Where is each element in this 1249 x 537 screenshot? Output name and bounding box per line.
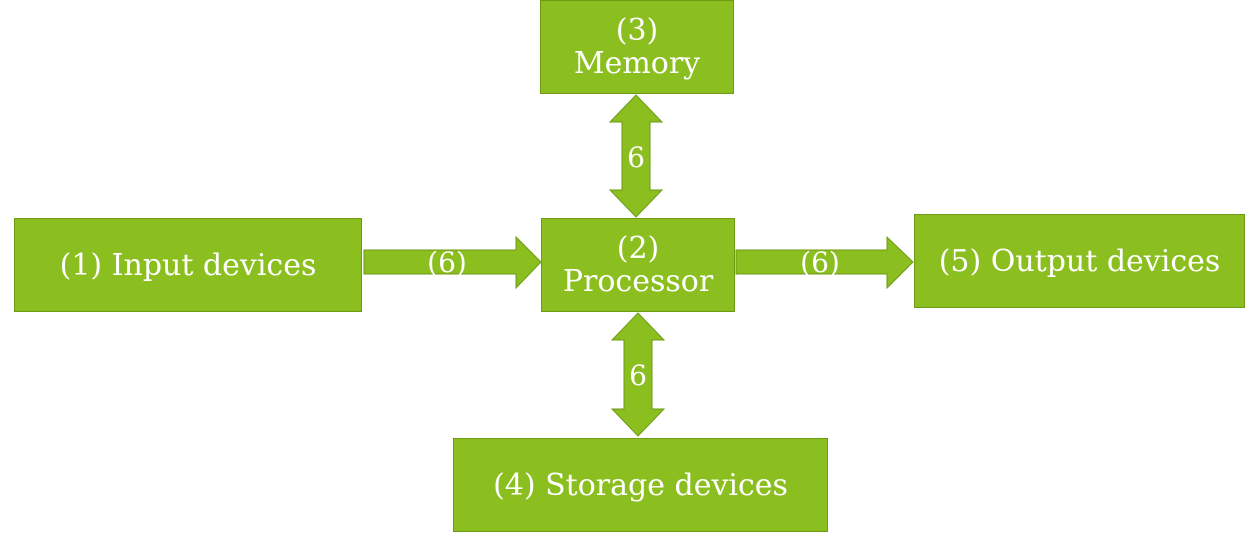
output-devices-box: (5) Output devices (914, 214, 1245, 308)
arrow-processor-storage: 6 (610, 312, 666, 437)
memory-label: Memory (573, 46, 701, 81)
memory-box: (3) Memory (540, 0, 734, 94)
arrow-processor-output: (6) (735, 235, 914, 290)
processor-box: (2) Processor (541, 218, 735, 312)
arrow-input-processor: (6) (363, 235, 542, 290)
memory-number: (3) (615, 13, 659, 48)
storage-devices-label: (4) Storage devices (493, 467, 788, 503)
right-arrow-input (363, 235, 542, 290)
arrow-label-processor-output: (6) (800, 246, 840, 279)
processor-number: (2) (616, 231, 660, 266)
storage-devices-box: (4) Storage devices (453, 438, 828, 532)
arrow-label-input-processor: (6) (427, 246, 467, 279)
output-devices-label: (5) Output devices (938, 243, 1221, 279)
double-arrow-vertical-bottom (610, 312, 666, 437)
arrow-label-memory-processor: 6 (627, 141, 645, 174)
right-arrow-output (735, 235, 914, 290)
double-arrow-vertical-top (608, 94, 664, 218)
input-devices-label: (1) Input devices (59, 247, 317, 283)
processor-label: Processor (562, 264, 714, 299)
arrow-label-processor-storage: 6 (629, 359, 647, 392)
input-devices-box: (1) Input devices (14, 218, 362, 312)
arrow-memory-processor: 6 (608, 94, 664, 218)
